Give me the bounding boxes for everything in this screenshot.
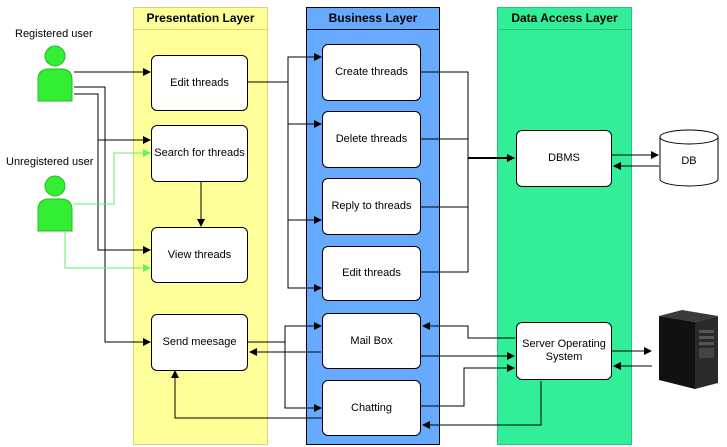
- registered-user-icon: [37, 45, 73, 102]
- send-to-chatting-arrow: [284, 342, 322, 412]
- create-threads-service[interactable]: Create threads: [322, 44, 421, 101]
- search-threads-ui[interactable]: Search for threads: [151, 125, 248, 182]
- reply-threads-label: Reply to threads: [331, 200, 412, 212]
- server-os-box[interactable]: Server Operating System: [516, 322, 612, 380]
- edit-to-create-arrow: [248, 53, 322, 83]
- delete-threads-label: Delete threads: [335, 133, 408, 145]
- mail-box-label: Mail Box: [350, 334, 393, 347]
- business-layer-title: Business Layer: [307, 8, 439, 30]
- registered-user-label: Registered user: [15, 28, 93, 40]
- edit-threads-service[interactable]: Edit threads: [322, 246, 421, 301]
- edit-threads-ui-label: Edit threads: [170, 76, 229, 89]
- server-to-mailbox-arrow: [422, 322, 515, 339]
- send-message-ui-label: Send meesage: [162, 336, 237, 348]
- send-to-mailbox-arrow: [248, 322, 322, 343]
- registered-to-search-arrow: [74, 93, 151, 144]
- edit-threads-service-label: Edit threads: [342, 267, 401, 279]
- chatting-label: Chatting: [351, 401, 392, 414]
- server-to-chatting-arrow: [422, 381, 542, 429]
- db-label: DB: [681, 155, 697, 167]
- edit-fanout-line: [287, 82, 321, 289]
- chatting-service[interactable]: Chatting: [322, 380, 421, 436]
- thread-ops-bus-line: [421, 71, 469, 273]
- server-os-label: Server Operating System: [522, 338, 606, 363]
- mail-box-service[interactable]: Mail Box: [322, 313, 421, 369]
- unregistered-to-search-arrow: [74, 149, 151, 205]
- chatting-to-server-arrow: [421, 364, 515, 407]
- presentation-layer-title: Presentation Layer: [134, 8, 267, 30]
- chatting-to-send-arrow: [171, 370, 323, 419]
- unregistered-user-label: Unregistered user: [6, 156, 94, 168]
- data-access-layer-title: Data Access Layer: [498, 8, 631, 30]
- server-tower-icon: [659, 310, 718, 389]
- send-message-ui[interactable]: Send meesage: [151, 314, 248, 371]
- search-threads-ui-label: Search for threads: [154, 147, 245, 159]
- unregistered-to-view-arrow: [64, 232, 151, 272]
- unregistered-user-icon: [37, 175, 73, 232]
- dbms-label: DBMS: [548, 152, 580, 164]
- registered-to-view-arrow: [97, 140, 151, 254]
- edit-threads-ui[interactable]: Edit threads: [151, 55, 248, 111]
- db-cylinder-icon: [659, 129, 719, 187]
- reply-threads-service[interactable]: Reply to threads: [322, 178, 421, 235]
- delete-threads-service[interactable]: Delete threads: [322, 111, 421, 168]
- registered-to-send-arrow: [74, 86, 151, 346]
- view-threads-ui[interactable]: View threads: [151, 227, 248, 283]
- view-threads-ui-label: View threads: [167, 248, 232, 261]
- create-threads-label: Create threads: [335, 66, 408, 78]
- dbms-box[interactable]: DBMS: [516, 130, 612, 187]
